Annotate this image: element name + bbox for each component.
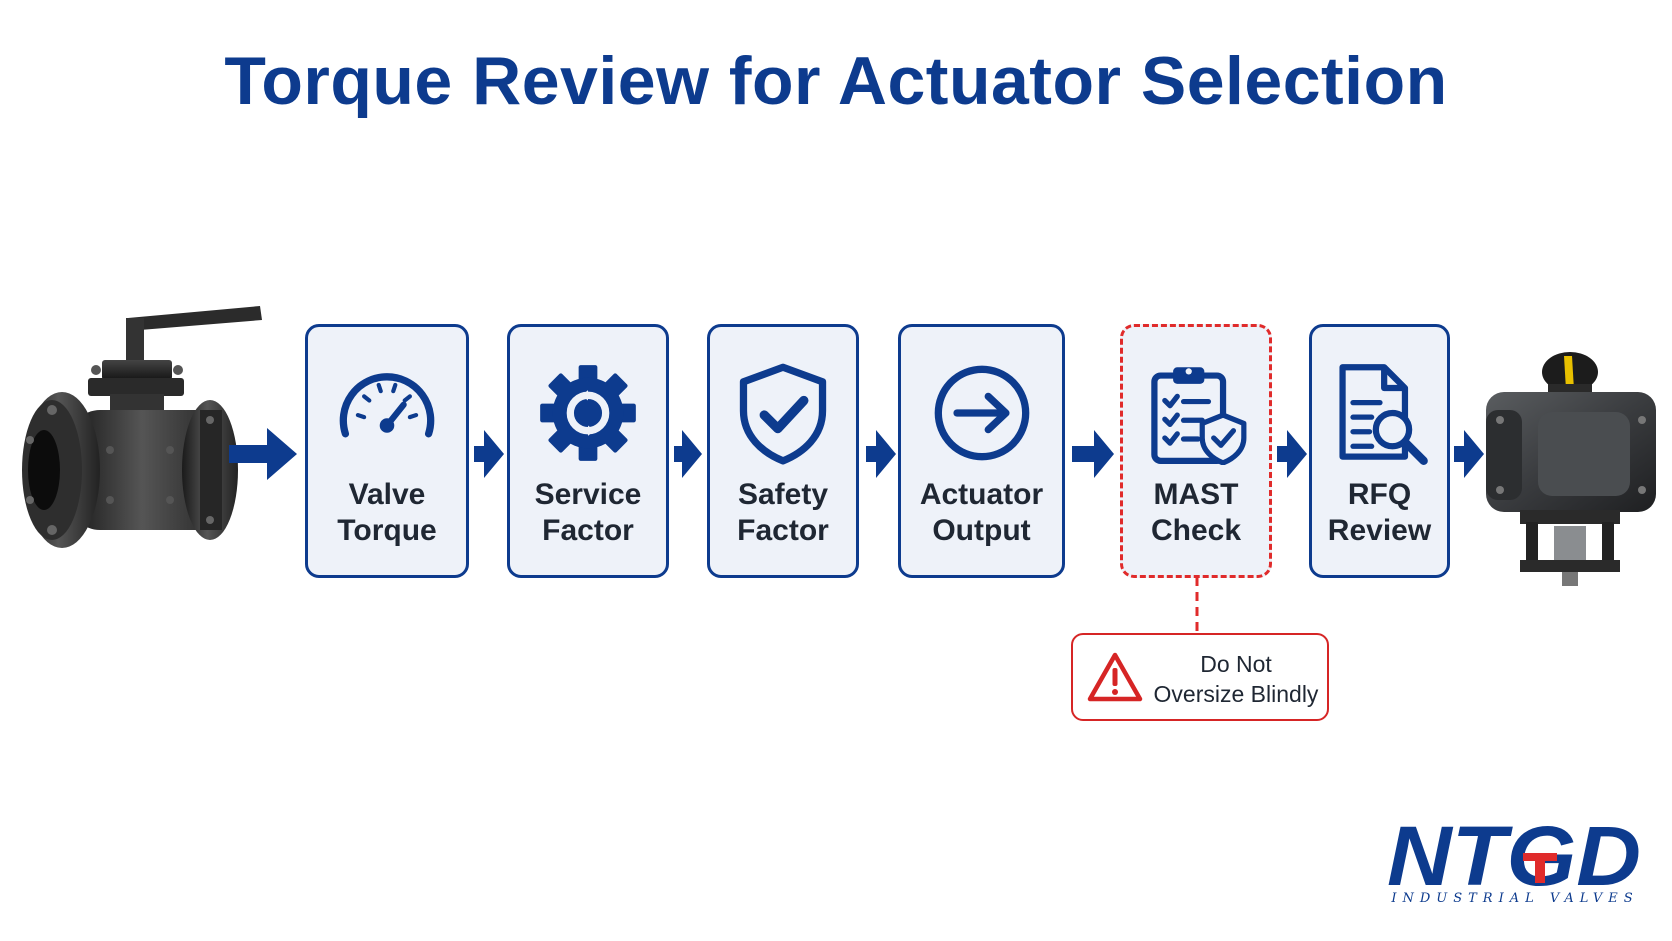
- flow-arrow: [1072, 430, 1114, 478]
- gear-icon: [540, 365, 636, 461]
- svg-text:NTGD: NTGD: [1387, 815, 1641, 893]
- page-title: Torque Review for Actuator Selection: [224, 43, 1448, 119]
- warning-triangle-icon: [1087, 652, 1143, 702]
- arrow-circle-icon: [934, 365, 1029, 461]
- pneumatic-actuator-image: [1486, 352, 1656, 586]
- ntgd-logo: NTGD: [1387, 815, 1641, 893]
- logo-subtitle: INDUSTRIAL VALVES: [1391, 891, 1639, 906]
- shield-check-icon: [739, 363, 827, 465]
- flow-arrow: [866, 430, 896, 478]
- flow-arrow: [1277, 430, 1307, 478]
- clipboard-checklist-icon: [1151, 367, 1247, 465]
- dashed-connector: [1195, 577, 1199, 635]
- flow-arrow: [1454, 430, 1484, 478]
- flow-arrow: [674, 430, 702, 478]
- ball-valve-image: [22, 306, 262, 548]
- flow-arrow: [474, 430, 504, 478]
- flow-arrow: [229, 428, 297, 480]
- gauge-icon: [339, 373, 435, 438]
- document-search-icon: [1338, 364, 1428, 465]
